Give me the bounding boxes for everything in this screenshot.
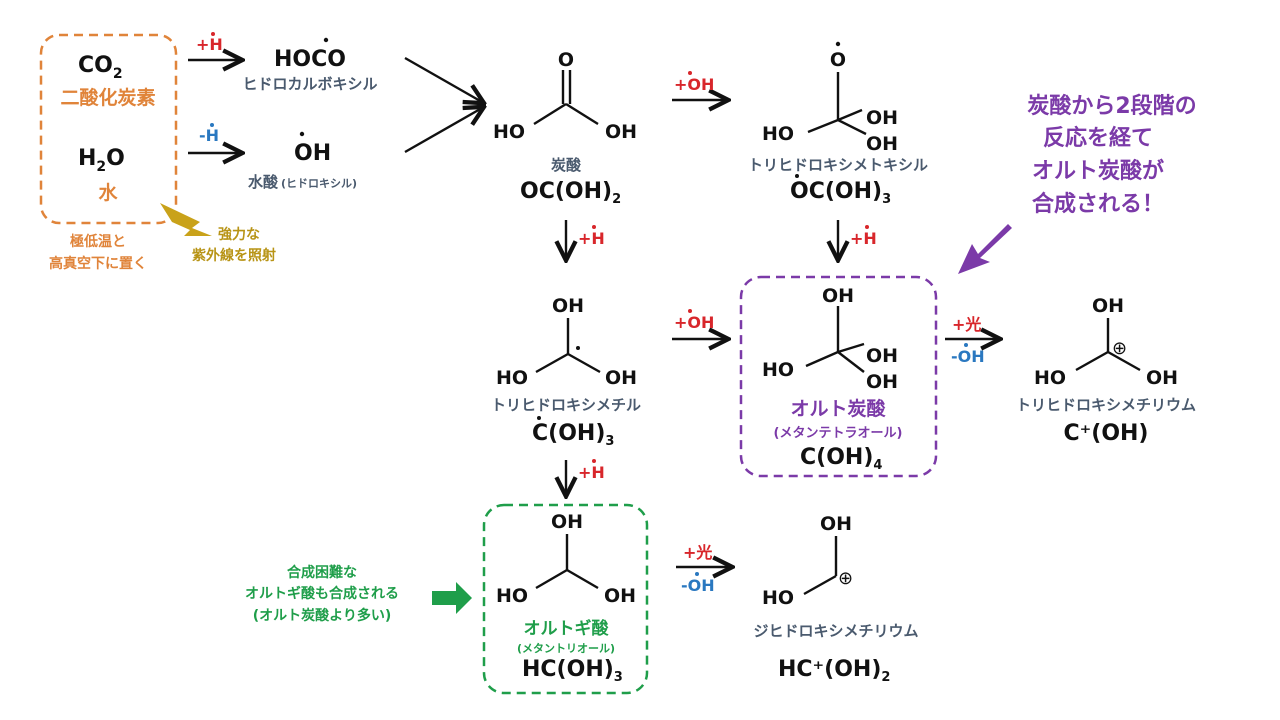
svg-text:HO: HO: [496, 367, 528, 389]
trihydroxymethylium-formula: C⁺(OH): [1064, 421, 1149, 446]
trihydroxymethyl-name: トリヒドロキシメチル: [491, 396, 641, 414]
step-plus-light-1: +光: [952, 315, 981, 334]
orthoformic-box: [482, 503, 649, 695]
oh-name: 水酸(ヒドロキシル): [248, 173, 357, 191]
dihydroxymethylium-formula: HC⁺(OH)2: [778, 657, 890, 685]
callout-arrow-icon: [958, 224, 1012, 274]
co2-formula: CO2: [78, 53, 123, 82]
trihydroxymethoxyl-formula: OC(OH)3: [790, 179, 891, 207]
svg-text:⊕: ⊕: [1112, 338, 1127, 359]
orthoformic-subname: (メタントリオール): [517, 642, 615, 655]
svg-text:OH: OH: [822, 285, 854, 307]
svg-text:OH: OH: [1146, 367, 1178, 389]
hoco-formula: HOCO: [274, 47, 346, 72]
svg-text:HO: HO: [1034, 367, 1066, 389]
h2o-name: 水: [98, 182, 118, 204]
svg-text:HO: HO: [762, 587, 794, 609]
svg-text:O: O: [830, 49, 846, 71]
green-note-line1: 合成困難な: [287, 564, 357, 581]
step-plus-oh-2: +OH: [674, 313, 714, 332]
svg-text:OH: OH: [604, 585, 636, 607]
step-plus-light-2: +光: [683, 543, 712, 562]
svg-text:OH: OH: [605, 367, 637, 389]
step-minus-oh-1: -OH: [951, 347, 985, 366]
callout-line1: 炭酸から2段階の: [1027, 93, 1196, 119]
step-plus-h-2: +H: [578, 229, 605, 248]
condition-line1: 極低温と: [70, 233, 126, 250]
callout-line3: オルト炭酸が: [1032, 158, 1164, 184]
hoco-name: ヒドロカルボキシル: [242, 75, 377, 93]
green-note-line2: オルトギ酸も合成される: [245, 585, 399, 602]
trihydroxymethyl-formula: C(OH)3: [532, 421, 614, 449]
uv-line2: 紫外線を照射: [192, 247, 276, 264]
step-plus-h-3: +H: [850, 229, 877, 248]
svg-text:OH: OH: [551, 511, 583, 533]
oh-formula: OH: [294, 141, 331, 166]
svg-text:OH: OH: [866, 133, 898, 155]
svg-text:⊕: ⊕: [838, 568, 853, 589]
svg-text:OH: OH: [1092, 295, 1124, 317]
svg-text:OH: OH: [605, 121, 637, 143]
orthoformic-formula: HC(OH)3: [522, 657, 623, 685]
step-plus-h-1: +H: [196, 35, 223, 54]
arrow-oh-carbonic: [404, 108, 482, 154]
carbonic-acid-formula: OC(OH)2: [520, 179, 621, 207]
step-minus-oh-2: -OH: [681, 576, 715, 595]
trihydroxymethylium-name: トリヒドロキシメチリウム: [1016, 396, 1196, 414]
svg-text:HO: HO: [762, 359, 794, 381]
ortho-carbonic-structure: OH HO OH OH: [762, 285, 898, 393]
trihydroxymethyl-structure: OH HO OH: [496, 295, 637, 389]
dihydroxymethylium-structure: OH ⊕ HO: [762, 513, 853, 609]
svg-text:OH: OH: [866, 371, 898, 393]
svg-text:HO: HO: [762, 123, 794, 145]
arrow-hoco-carbonic: [404, 56, 482, 102]
svg-text:HO: HO: [493, 121, 525, 143]
co2-name: 二酸化炭素: [60, 86, 155, 109]
trihydroxymethylium-structure: OH ⊕ HO OH: [1034, 295, 1178, 389]
carbonic-acid-structure: O HO OH: [493, 49, 637, 143]
h2o-formula: H2O: [78, 146, 125, 175]
ortho-carbonic-box: [739, 275, 938, 478]
callout-line4: 合成される！: [1032, 191, 1164, 217]
orthoformic-name: オルトギ酸: [524, 618, 610, 639]
svg-text:HO: HO: [496, 585, 528, 607]
step-plus-h-4: +H: [578, 463, 605, 482]
ortho-carbonic-formula: C(OH)4: [800, 445, 882, 473]
step-plus-oh-1: +OH: [674, 75, 714, 94]
callout-line2: 反応を経て: [1043, 125, 1153, 151]
svg-text:O: O: [558, 49, 574, 71]
ortho-carbonic-name: オルト炭酸: [790, 397, 886, 420]
step-minus-h: -H: [199, 126, 219, 145]
trihydroxymethoxyl-name: トリヒドロキシメトキシル: [748, 156, 928, 174]
reactant-box: [39, 33, 178, 225]
orthoformic-structure: OH HO OH: [496, 511, 636, 607]
ortho-carbonic-subname: (メタンテトラオール): [774, 426, 903, 441]
green-arrow-icon: [432, 582, 472, 614]
dihydroxymethylium-name: ジヒドロキシメチリウム: [753, 622, 918, 640]
carbonic-acid-name: 炭酸: [551, 156, 582, 174]
condition-line2: 高真空下に置く: [49, 255, 147, 272]
svg-text:OH: OH: [552, 295, 584, 317]
lightning-icon: [160, 203, 212, 236]
svg-text:OH: OH: [866, 107, 898, 129]
trihydroxymethoxyl-structure: O HO OH OH: [762, 41, 898, 155]
svg-text:OH: OH: [820, 513, 852, 535]
uv-line1: 強力な: [218, 226, 260, 243]
svg-text:OH: OH: [866, 345, 898, 367]
green-note-line3: (オルト炭酸より多い): [253, 607, 392, 624]
